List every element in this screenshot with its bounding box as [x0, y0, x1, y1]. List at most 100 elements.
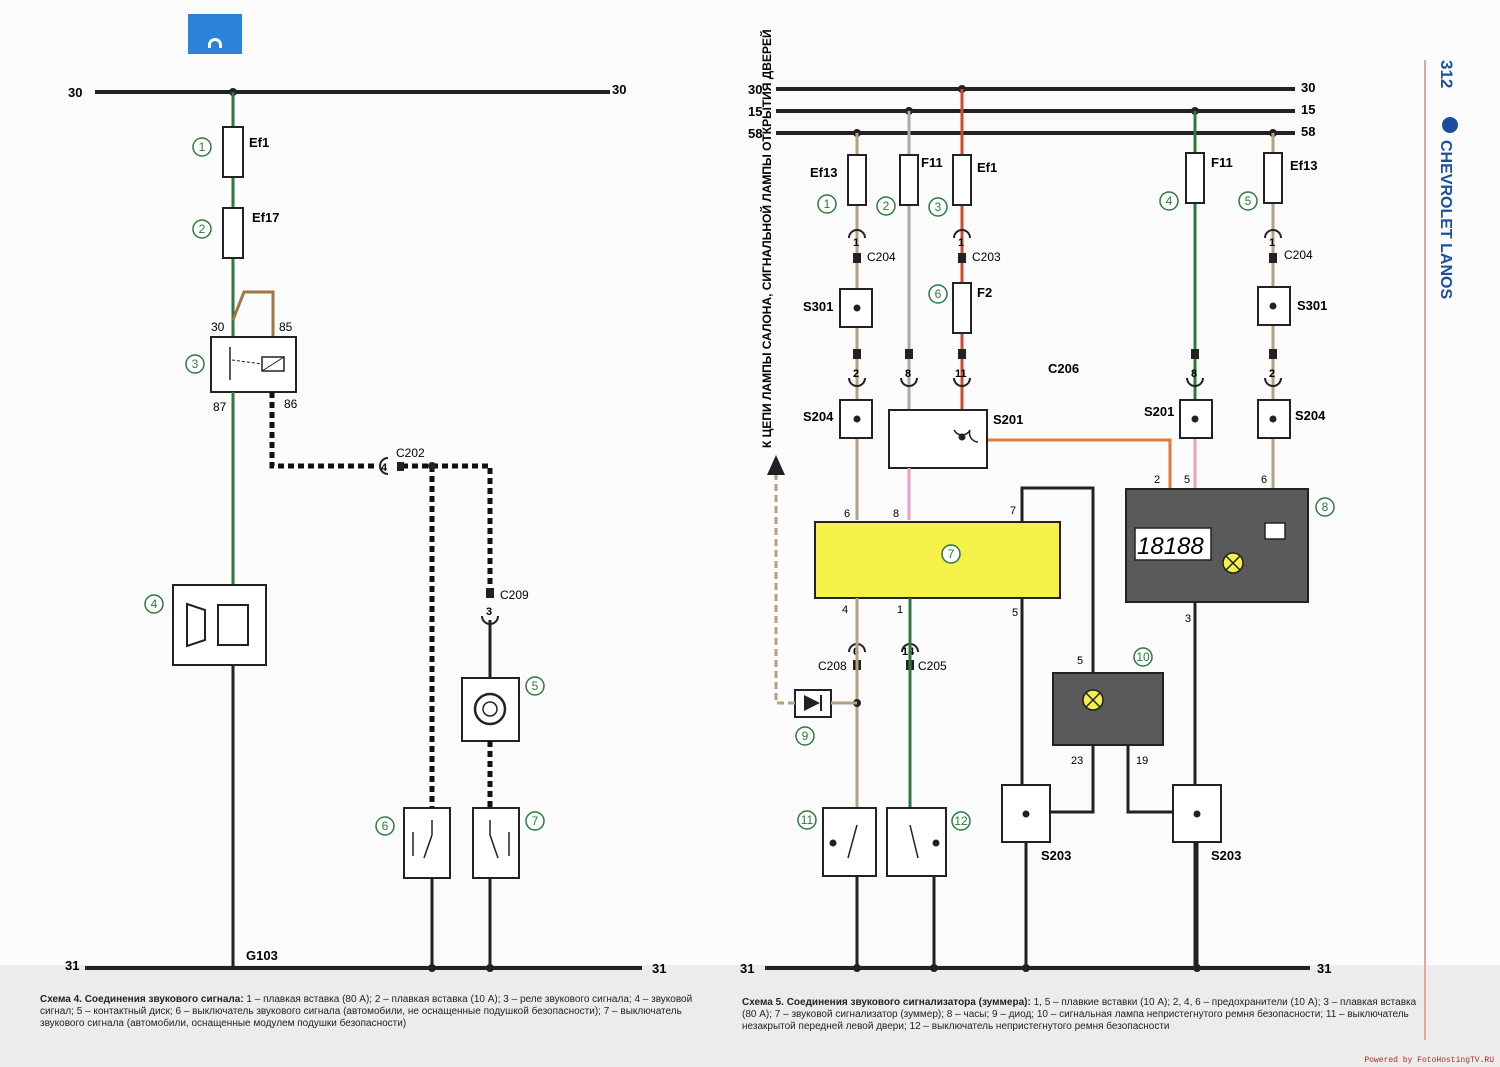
lamp-cross	[1225, 555, 1241, 571]
pin: 86	[284, 397, 298, 411]
horn-switch-7	[472, 807, 520, 879]
junction-dot	[486, 964, 494, 972]
fuse-label: F2	[977, 285, 992, 300]
ground-dots	[853, 964, 1201, 972]
callouts-5	[795, 191, 1335, 831]
fuse-ef17	[222, 207, 244, 259]
horn-icon	[186, 602, 206, 648]
callout-texts-4: 1 2 3 4 5 6 7	[151, 140, 539, 833]
contact-disk-inner	[482, 701, 498, 717]
connector-label: C208	[818, 659, 847, 673]
arrow-up-icon	[767, 455, 785, 475]
caption-title: Схема 4. Соединения звукового сигнала:	[40, 994, 244, 1005]
pin: 4	[842, 604, 848, 616]
pin: 2	[1154, 474, 1160, 486]
bus-label: 58	[748, 126, 762, 141]
callout-7: 7	[948, 547, 955, 561]
caption-diagram-4: Схема 4. Соединения звукового сигнала: 1…	[40, 994, 720, 1030]
bus-label: 58	[1301, 124, 1315, 139]
pin: 6	[1261, 474, 1267, 486]
diagram-4: 30 30 31 31 G103 Ef1 Ef17 30 85 87 86 4 …	[65, 82, 666, 976]
splice-arc	[953, 429, 979, 443]
ground-label: G103	[246, 948, 278, 963]
callout-7: 7	[532, 814, 539, 828]
bus-label: 30	[748, 82, 762, 97]
callout-8: 8	[1322, 500, 1329, 514]
clock-digits: 18188	[1137, 533, 1204, 560]
callout-9: 9	[802, 729, 809, 743]
relay-link	[231, 359, 263, 365]
callout-5: 5	[532, 679, 539, 693]
callout-12: 12	[954, 814, 968, 828]
wire-tan-dashed	[774, 475, 795, 705]
pin: 19	[1136, 755, 1148, 767]
pin: 85	[279, 320, 293, 334]
pin: 3	[1185, 613, 1191, 625]
splice-label: S204	[1295, 408, 1326, 423]
callout-2: 2	[883, 199, 890, 213]
pin: 5	[1077, 655, 1083, 667]
splice-label: S301	[1297, 298, 1327, 313]
wire-orange	[987, 438, 1172, 490]
fuse-label: Ef13	[1290, 158, 1317, 173]
splice-dot	[1193, 810, 1201, 818]
callout-11: 11	[801, 813, 814, 827]
bus-label: 31	[1317, 961, 1331, 976]
connector-label: C204	[1284, 248, 1313, 262]
pin: 7	[1010, 505, 1016, 517]
bus-label: 30	[612, 82, 626, 97]
callout-3: 3	[192, 357, 199, 371]
book-title: CHEVROLET LANOS	[1437, 140, 1454, 299]
vertical-note: К ЦЕПИ ЛАМПЫ САЛОНА, СИГНАЛЬНОЙ ЛАМПЫ ОТ…	[759, 29, 774, 448]
pin: 6	[844, 508, 850, 520]
connector-label: C202	[396, 446, 425, 460]
caption-text: 1 – плавкая вставка (80 А); 2 – плавкая …	[40, 994, 693, 1029]
fuse-label: Ef13	[810, 165, 837, 180]
connector-label: C209	[500, 588, 529, 602]
pin: 3	[486, 606, 492, 618]
pin: 11	[955, 368, 967, 380]
wire-black-white	[269, 392, 378, 469]
fuse-label: F11	[921, 155, 943, 170]
splices	[839, 286, 1291, 469]
pin: 2	[853, 368, 859, 380]
callouts-4	[144, 137, 545, 836]
switch-blade	[489, 834, 499, 859]
pin: 4	[381, 462, 388, 474]
clock-display	[1134, 527, 1212, 561]
caption-text: 1, 5 – плавкие вставки (10 А); 2, 4, 6 –…	[742, 997, 1417, 1032]
splice-label: S203	[1211, 848, 1241, 863]
callout-2: 2	[199, 222, 206, 236]
horn-body	[217, 604, 249, 646]
callout-3: 3	[935, 200, 942, 214]
tab-icon	[208, 38, 222, 48]
pin: 8	[1191, 368, 1197, 380]
connector-c202	[379, 457, 389, 475]
bus-label: 31	[652, 961, 666, 976]
caption-diagram-5: Схема 5. Соединения звукового сигнализат…	[742, 997, 1422, 1033]
splice-label: S201	[1144, 404, 1174, 419]
pin: 23	[1071, 755, 1083, 767]
wire-black-white	[402, 463, 493, 590]
pin: 1	[853, 237, 859, 249]
connector-label: C204	[867, 250, 896, 264]
caption-title: Схема 5. Соединения звукового сигнализат…	[742, 997, 1031, 1008]
splice-label: S204	[803, 409, 834, 424]
wire-black	[1020, 486, 1095, 673]
page-number: 312	[1437, 60, 1456, 88]
switch-blade	[423, 834, 433, 859]
switch-blade	[909, 824, 919, 859]
callout-1: 1	[199, 140, 206, 154]
bus-label: 30	[68, 85, 82, 100]
pin: 8	[893, 508, 899, 520]
pin: 30	[211, 320, 225, 334]
callout-5: 5	[1245, 194, 1252, 208]
bus-label: 30	[1301, 80, 1315, 95]
bus-label: 15	[1301, 102, 1315, 117]
pin: 1	[1269, 237, 1275, 249]
bus-label: 31	[740, 961, 754, 976]
fuse-label: Ef1	[249, 135, 269, 150]
pin: 2	[1269, 368, 1275, 380]
